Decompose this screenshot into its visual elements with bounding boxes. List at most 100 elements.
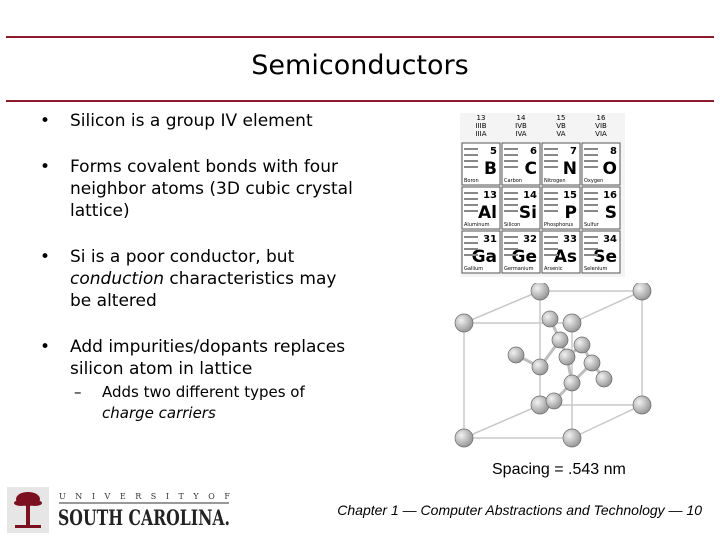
element-symbol: P <box>565 203 577 223</box>
element-number: 6 <box>530 146 537 157</box>
bullet-text: Silicon is a group IV element <box>70 111 313 131</box>
element-number: 32 <box>523 234 537 245</box>
element-detail-line <box>544 148 558 150</box>
lattice-atom <box>632 395 652 415</box>
element-name: Nitrogen <box>544 178 566 184</box>
element-symbol: Ge <box>512 247 537 267</box>
element-name: Silicon <box>504 222 520 228</box>
group-header: 15 <box>557 114 566 122</box>
element-detail-line <box>584 204 598 206</box>
spacing-label: Spacing = .543 nm <box>492 461 626 478</box>
lattice-cube-edge <box>571 404 643 439</box>
element-detail-line <box>504 254 518 256</box>
element-detail-line <box>584 198 598 200</box>
element-symbol: C <box>525 159 537 179</box>
element-number: 34 <box>603 234 617 245</box>
element-detail-line <box>464 210 478 212</box>
lattice-atom <box>454 428 474 448</box>
lattice-atom <box>632 283 652 301</box>
group-header: IIIA <box>476 130 487 138</box>
element-number: 7 <box>570 146 577 157</box>
lattice-atom <box>545 392 563 410</box>
lattice-atom <box>583 354 601 372</box>
element-number: 14 <box>523 190 537 201</box>
element-detail-line <box>584 236 598 238</box>
element-detail-line <box>464 166 478 168</box>
element-detail-line <box>464 160 478 162</box>
bullet-dot: • <box>40 111 51 131</box>
bullet-text: Forms covalent bonds with four neighbor … <box>70 157 353 221</box>
element-detail-line <box>464 242 478 244</box>
sub-bullet-dash: – <box>74 383 82 401</box>
element-detail-line <box>584 160 598 162</box>
lattice-atom <box>531 358 549 376</box>
group-header: VIA <box>595 130 607 138</box>
group-header: 14 <box>517 114 526 122</box>
bullet-item: • Silicon is a group IV element <box>40 110 360 132</box>
lattice-atom <box>573 336 591 354</box>
element-detail-line <box>464 254 478 256</box>
slide-title: Semiconductors <box>251 50 469 81</box>
element-detail-line <box>504 160 518 162</box>
element-number: 8 <box>610 146 617 157</box>
bullet-dot: • <box>40 337 51 357</box>
element-number: 15 <box>563 190 577 201</box>
lattice-atom <box>530 283 550 301</box>
element-name: Arsenic <box>544 266 563 272</box>
element-detail-line <box>464 248 478 250</box>
element-symbol: Se <box>593 247 617 267</box>
lattice-atom <box>551 331 569 349</box>
element-detail-line <box>464 154 478 156</box>
element-detail-line <box>544 204 558 206</box>
element-detail-line <box>584 192 598 194</box>
bullet-list: • Silicon is a group IV element • Forms … <box>40 110 360 424</box>
element-detail-line <box>464 148 478 150</box>
element-name: Phosphorus <box>544 222 573 228</box>
element-detail-line <box>464 236 478 238</box>
element-detail-line <box>504 248 518 250</box>
bullet-text: Add impurities/dopants replaces silicon … <box>70 337 346 379</box>
bullet-text: Si is a poor conductor, but conduction c… <box>70 247 337 311</box>
element-detail-line <box>584 254 598 256</box>
element-detail-line <box>544 192 558 194</box>
group-header: VB <box>556 122 566 130</box>
footer-chapter: Chapter 1 — Computer Abstractions and Te… <box>337 502 702 518</box>
element-detail-line <box>504 154 518 156</box>
element-symbol: Ga <box>472 247 497 267</box>
element-detail-line <box>584 242 598 244</box>
group-header: VA <box>556 130 565 138</box>
element-detail-line <box>504 148 518 150</box>
logo-university-of: U N I V E R S I T Y O F <box>59 492 232 501</box>
element-detail-line <box>464 192 478 194</box>
element-detail-line <box>584 148 598 150</box>
lattice-atom <box>562 313 582 333</box>
lattice-cube-edge <box>463 404 541 439</box>
element-detail-line <box>464 204 478 206</box>
lattice-atom <box>454 313 474 333</box>
element-name: Selenium <box>584 266 607 272</box>
title-rule <box>6 100 714 102</box>
element-symbol: N <box>563 159 577 179</box>
sub-bullet: – Adds two different types of charge car… <box>74 383 305 422</box>
element-symbol: Si <box>519 203 537 223</box>
element-name: Aluminum <box>464 222 490 228</box>
element-detail-line <box>544 236 558 238</box>
element-detail-line <box>504 192 518 194</box>
element-name: Oxygen <box>584 178 603 184</box>
university-logo: U N I V E R S I T Y O F SOUTH CAROLINA. <box>7 487 232 533</box>
lattice-atom <box>562 428 582 448</box>
element-number: 33 <box>563 234 577 245</box>
element-name: Carbon <box>504 178 522 184</box>
periodic-table-image: 13IIIBIIIA14IVBIVA15VBVA16VIBVIA5BBoron6… <box>460 113 625 277</box>
element-detail-line <box>504 166 518 168</box>
element-detail-line <box>544 248 558 250</box>
lattice-atom <box>563 374 581 392</box>
element-detail-line <box>464 198 478 200</box>
element-name: Germanium <box>504 266 534 272</box>
group-header: VIB <box>595 122 607 130</box>
element-name: Boron <box>464 178 479 184</box>
element-number: 5 <box>490 146 497 157</box>
logo-wordmark: SOUTH CAROLINA. <box>58 505 230 530</box>
element-detail-line <box>544 254 558 256</box>
element-name: Gallium <box>464 266 483 272</box>
